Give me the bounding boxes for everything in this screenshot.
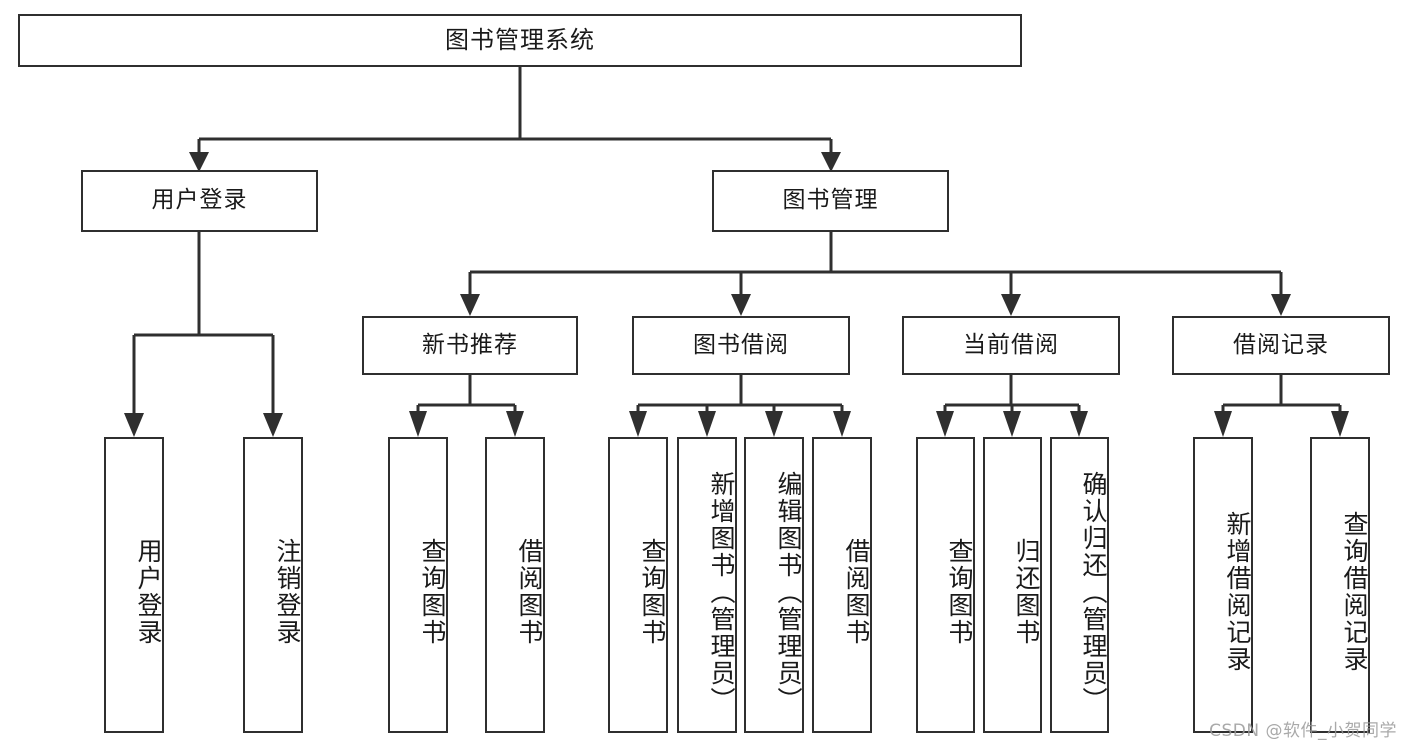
node-current-borrow[interactable]: 当前借阅 (902, 316, 1120, 375)
node-book-borrow[interactable]: 图书借阅 (632, 316, 850, 375)
arrow-new-book (460, 294, 480, 316)
arrow-bb-leaf-1 (629, 411, 647, 437)
arrow-cb-leaf-3 (1070, 411, 1088, 437)
node-label: 新增图书（管理员） (707, 470, 736, 714)
node-label: 查询借阅记录 (1340, 511, 1369, 673)
node-label: 查询图书 (418, 538, 447, 646)
arrow-bb-leaf-4 (833, 411, 851, 437)
node-label: 借阅图书 (842, 538, 871, 646)
node-label: 确认归还（管理员） (1079, 470, 1108, 714)
node-leaf-add-record[interactable]: 新增借阅记录 (1193, 437, 1253, 733)
arrow-book-borrow (731, 294, 751, 316)
node-leaf-edit-book[interactable]: 编辑图书（管理员） (744, 437, 804, 733)
node-leaf-query-book-1[interactable]: 查询图书 (388, 437, 448, 733)
node-label: 用户登录 (134, 538, 163, 646)
arrow-cb-leaf-2 (1003, 411, 1021, 437)
node-leaf-add-book[interactable]: 新增图书（管理员） (677, 437, 737, 733)
arrow-user-login (189, 152, 209, 172)
node-label: 用户登录 (151, 187, 248, 214)
arrow-nb-leaf-2 (506, 411, 524, 437)
arrow-cb-leaf-1 (936, 411, 954, 437)
csdn-watermark: CSDN @软件_小贺同学 (1209, 721, 1397, 741)
node-root-system[interactable]: 图书管理系统 (18, 14, 1022, 67)
node-label: 查询图书 (945, 538, 974, 646)
arrow-bb-leaf-2 (698, 411, 716, 437)
node-label: 新增借阅记录 (1223, 511, 1252, 673)
arrow-book-manage (821, 152, 841, 172)
node-leaf-borrow-book-2[interactable]: 借阅图书 (812, 437, 872, 733)
node-leaf-confirm-return[interactable]: 确认归还（管理员） (1050, 437, 1109, 733)
arrow-br-leaf-2 (1331, 411, 1349, 437)
node-label: 注销登录 (273, 538, 302, 646)
arrow-br-leaf-1 (1214, 411, 1232, 437)
node-leaf-query-record[interactable]: 查询借阅记录 (1310, 437, 1370, 733)
arrow-current-borrow (1001, 294, 1021, 316)
node-label: 借阅图书 (515, 538, 544, 646)
node-leaf-query-book-3[interactable]: 查询图书 (916, 437, 975, 733)
node-leaf-borrow-book-1[interactable]: 借阅图书 (485, 437, 545, 733)
arrow-borrow-record (1271, 294, 1291, 316)
node-label: 图书管理 (782, 187, 879, 214)
node-label: 借阅记录 (1233, 331, 1329, 358)
node-leaf-query-book-2[interactable]: 查询图书 (608, 437, 668, 733)
node-label: 当前借阅 (963, 331, 1059, 358)
node-book-manage[interactable]: 图书管理 (712, 170, 949, 232)
node-label: 查询图书 (638, 538, 667, 646)
node-user-login[interactable]: 用户登录 (81, 170, 318, 232)
arrow-bb-leaf-3 (765, 411, 783, 437)
node-label: 新书推荐 (422, 331, 518, 358)
node-label: 图书借阅 (693, 331, 789, 358)
node-label: 归还图书 (1012, 538, 1041, 646)
node-borrow-record[interactable]: 借阅记录 (1172, 316, 1390, 375)
arrow-leaf-user-login (124, 413, 144, 437)
node-label: 图书管理系统 (445, 26, 595, 55)
arrow-leaf-logout (263, 413, 283, 437)
node-label: 编辑图书（管理员） (774, 470, 803, 714)
node-leaf-return-book[interactable]: 归还图书 (983, 437, 1042, 733)
node-new-book-recommend[interactable]: 新书推荐 (362, 316, 578, 375)
arrow-nb-leaf-1 (409, 411, 427, 437)
node-leaf-logout-login[interactable]: 注销登录 (243, 437, 303, 733)
node-leaf-user-login[interactable]: 用户登录 (104, 437, 164, 733)
